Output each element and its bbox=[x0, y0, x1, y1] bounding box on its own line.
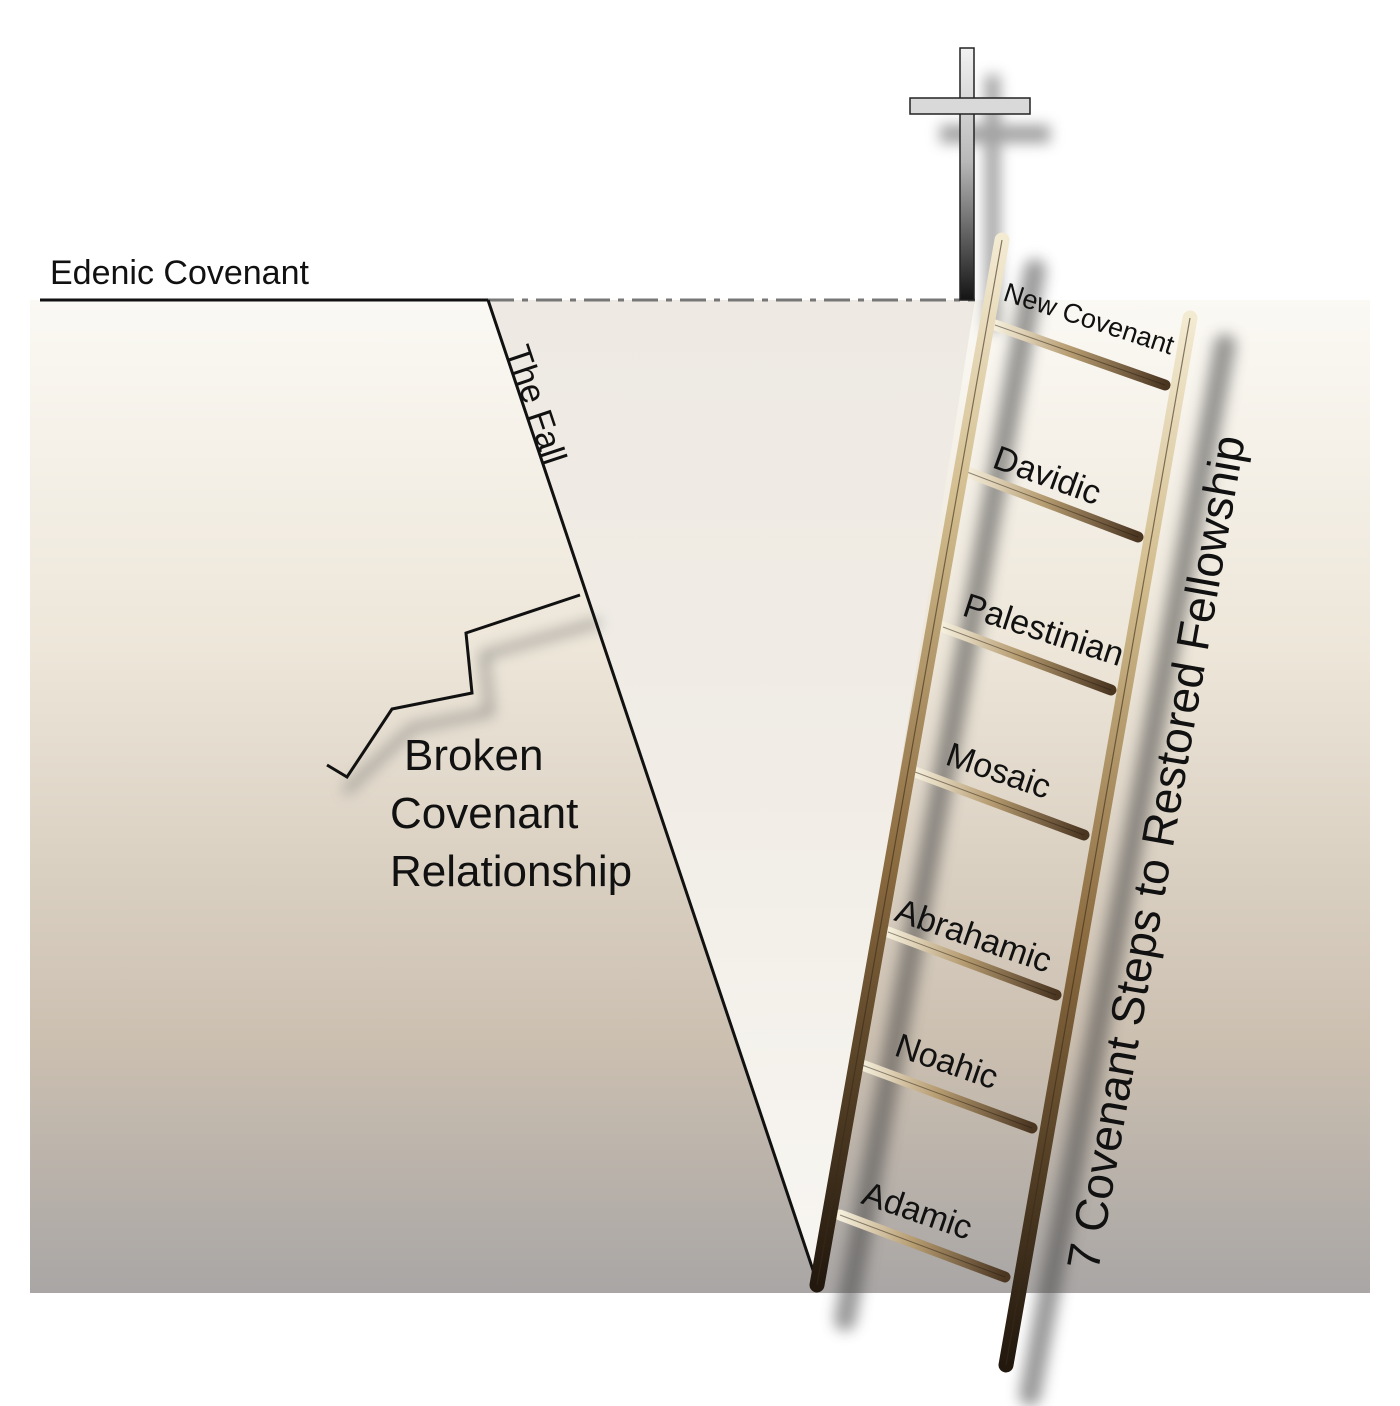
ladder-rung-edge bbox=[839, 1214, 1006, 1278]
ladder-icon bbox=[809, 232, 1198, 1373]
ladder-rung-edge bbox=[914, 771, 1085, 836]
broken-line-3: Relationship bbox=[390, 847, 632, 896]
ladder-rung-edge bbox=[861, 1064, 1033, 1129]
ladder-rung-edge bbox=[887, 931, 1057, 996]
ladder-right-rail-edge bbox=[1005, 317, 1191, 1366]
cross-icon bbox=[909, 47, 1031, 301]
fall-line bbox=[486, 299, 820, 1286]
broken-covenant-label: Broken Covenant Relationship bbox=[390, 731, 632, 896]
ladder-left-rail-edge bbox=[816, 239, 1003, 1286]
ladder-rung-edge bbox=[994, 324, 1166, 386]
broken-line-1: Broken bbox=[404, 731, 543, 780]
ladder-rung-edge bbox=[942, 626, 1112, 691]
edenic-covenant-label: Edenic Covenant bbox=[50, 254, 310, 292]
ladder-rung-edge bbox=[966, 471, 1139, 538]
broken-covenant-line bbox=[326, 593, 581, 780]
broken-line-2: Covenant bbox=[390, 789, 578, 838]
